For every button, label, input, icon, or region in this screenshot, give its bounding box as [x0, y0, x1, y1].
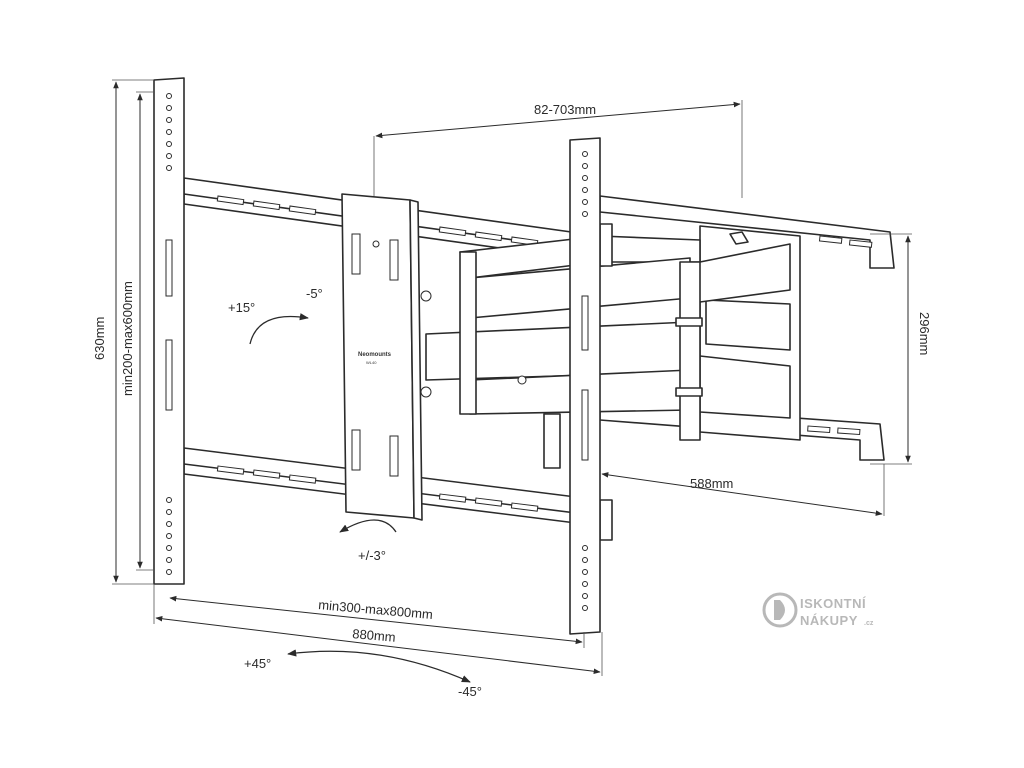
rotation-arcs [249, 313, 471, 683]
model-label: WL40 [366, 360, 377, 365]
total-width-label: 880mm [352, 626, 397, 645]
depth-range-label: 82-703mm [534, 102, 596, 117]
watermark-line1: ISKONTNÍ [800, 596, 866, 611]
dimension-lines [112, 79, 912, 676]
swivel-left-label: +45° [244, 656, 271, 671]
watermark-d-icon [762, 592, 798, 628]
brand-label: Neomounts [358, 352, 392, 358]
center-adapter-plate: Neomounts WL40 [341, 193, 423, 521]
rail-slots [216, 195, 539, 512]
watermark-logo: ISKONTNÍ NÁKUPY .cz [762, 592, 874, 628]
tilt-down-label: -5° [306, 286, 323, 301]
total-height-label: 630mm [92, 317, 107, 360]
watermark-line2: NÁKUPY [800, 613, 858, 628]
right-vertical-bar [569, 137, 601, 635]
arm-length-label: 588mm [690, 476, 733, 491]
right-bar-holes [581, 151, 589, 611]
left-vertical-bar [153, 77, 185, 585]
watermark-suffix: .cz [864, 620, 874, 627]
swivel-right-label: -45° [458, 684, 482, 699]
tilt-up-label: +15° [228, 300, 255, 315]
vesa-vertical-label: min200-max600mm [120, 281, 135, 396]
rotation-label: +/-3° [358, 548, 386, 563]
left-bar-holes [165, 93, 173, 575]
wall-plate-slots [807, 235, 873, 436]
vesa-horizontal-label: min300-max800mm [318, 597, 434, 622]
wall-plate-height-label: 296mm [917, 312, 932, 355]
